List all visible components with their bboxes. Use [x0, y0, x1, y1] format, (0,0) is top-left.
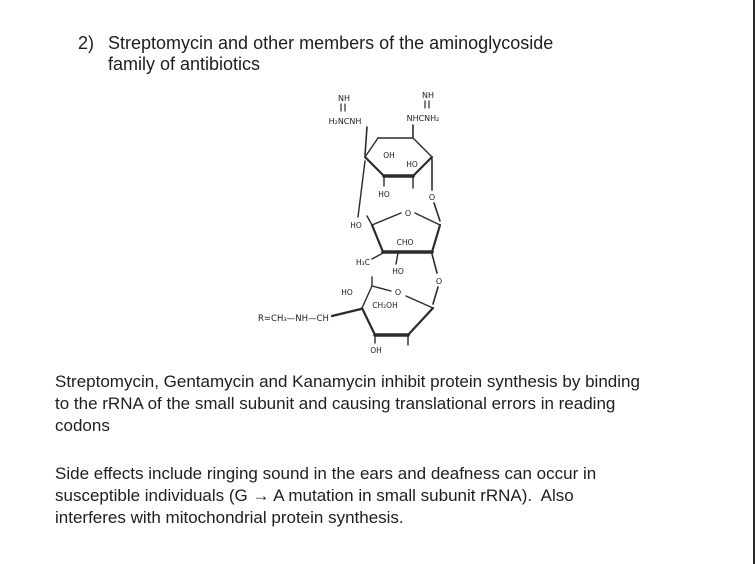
slide-right-border: [753, 0, 755, 564]
ring1-edge-tl: [364, 137, 379, 158]
title-line-1: Streptomycin and other members of the am…: [108, 33, 554, 53]
paragraph-mechanism-line-1: Streptomycin, Gentamycin and Kanamycin i…: [55, 372, 640, 391]
streptidine-ring: OH HO HO HO: [350, 137, 434, 230]
ring2-h3c-label: H₃C: [356, 258, 370, 267]
glucosamine-ring: O HO CH₂OH OH R=CH₃—NH—CH: [258, 276, 435, 355]
ring1-edge-tr: [412, 137, 433, 158]
ring3-ch2oh-label: CH₂OH: [372, 301, 397, 310]
ring2-edge-l: [370, 223, 385, 254]
bond-link2-upper: [431, 253, 438, 274]
guanidino-right-group: NH NHCNH₂: [407, 91, 440, 138]
ring3-edge-br: [406, 306, 435, 337]
paragraph-side-effects-line-2: susceptible individuals (G → A mutation …: [55, 486, 574, 505]
ring3-edge-bl: [360, 306, 377, 337]
ring2-o-label: O: [405, 209, 411, 218]
guanidino-right-label: NHCNH₂: [407, 114, 440, 123]
guanidino-left-group: NH H₂NCNH: [329, 94, 368, 156]
paragraph-side-effects: Side effects include ringing sound in th…: [55, 463, 596, 529]
bond-guanidino-left: [364, 126, 368, 156]
ring3-edge-tl: [361, 285, 373, 309]
ring3-edge-t1: [371, 285, 392, 292]
ring2-edge-tr: [414, 212, 441, 226]
glycosidic-link-2: O: [431, 253, 442, 305]
guanidino-left-label: H₂NCNH: [329, 117, 362, 126]
guanidino-right-nh-label: NH: [422, 91, 434, 100]
bond-link1-lower: [433, 202, 441, 222]
ring2-ul-stub: [366, 215, 373, 226]
paragraph-mechanism-line-3: codons: [55, 416, 110, 435]
bond-ring2-ho: [395, 252, 399, 265]
ring2-edge-r: [430, 223, 442, 254]
ring1-ho-left-label: HO: [350, 221, 362, 230]
glycosidic-link-1: O: [429, 158, 441, 222]
ring2-ho-label: HO: [392, 267, 404, 276]
link2-o-label: O: [436, 277, 442, 286]
bond-ring2-h3c: [371, 252, 384, 260]
guanidino-left-nh-label: NH: [338, 94, 350, 103]
ring1-edge-br: [411, 155, 434, 178]
paragraph-side-effects-line-3: interferes with mitochondrial protein sy…: [55, 508, 404, 527]
title-number: 2): [78, 33, 95, 53]
ring2-cho-label: CHO: [397, 238, 414, 247]
ring3-ho-label: HO: [341, 288, 353, 297]
paragraph-side-effects-line-1: Side effects include ringing sound in th…: [55, 464, 597, 483]
ring1-ho-inner-label: HO: [406, 160, 418, 169]
ring1-oh-label: OH: [383, 151, 395, 160]
paragraph-mechanism: Streptomycin, Gentamycin and Kanamycin i…: [55, 371, 640, 437]
ring3-oh-label: OH: [370, 346, 382, 355]
ring3-o-label: O: [395, 288, 401, 297]
ring3-edge-t2: [405, 295, 434, 309]
link1-o-label: O: [429, 193, 435, 202]
bond-ring3-chain: [330, 307, 363, 318]
paragraph-mechanism-line-2: to the rRNA of the small subunit and cau…: [55, 394, 616, 413]
bond-ring1-ho-left: [357, 160, 366, 218]
ring2-edge-tl: [371, 212, 402, 226]
ring1-ho-below-label: HO: [378, 190, 390, 199]
bond-link2-lower: [432, 286, 439, 305]
ring1-edge-bl: [363, 155, 386, 178]
title-line-2: family of antibiotics: [108, 54, 261, 74]
ring3-chain-label: R=CH₃—NH—CH: [258, 314, 329, 324]
streptomycin-structure-svg: NH H₂NCNH NH NHCNH₂: [258, 91, 442, 355]
streptomycin-structure: NH H₂NCNH NH NHCNH₂: [255, 85, 470, 360]
streptose-ring: O CHO H₃C HO: [356, 209, 442, 276]
